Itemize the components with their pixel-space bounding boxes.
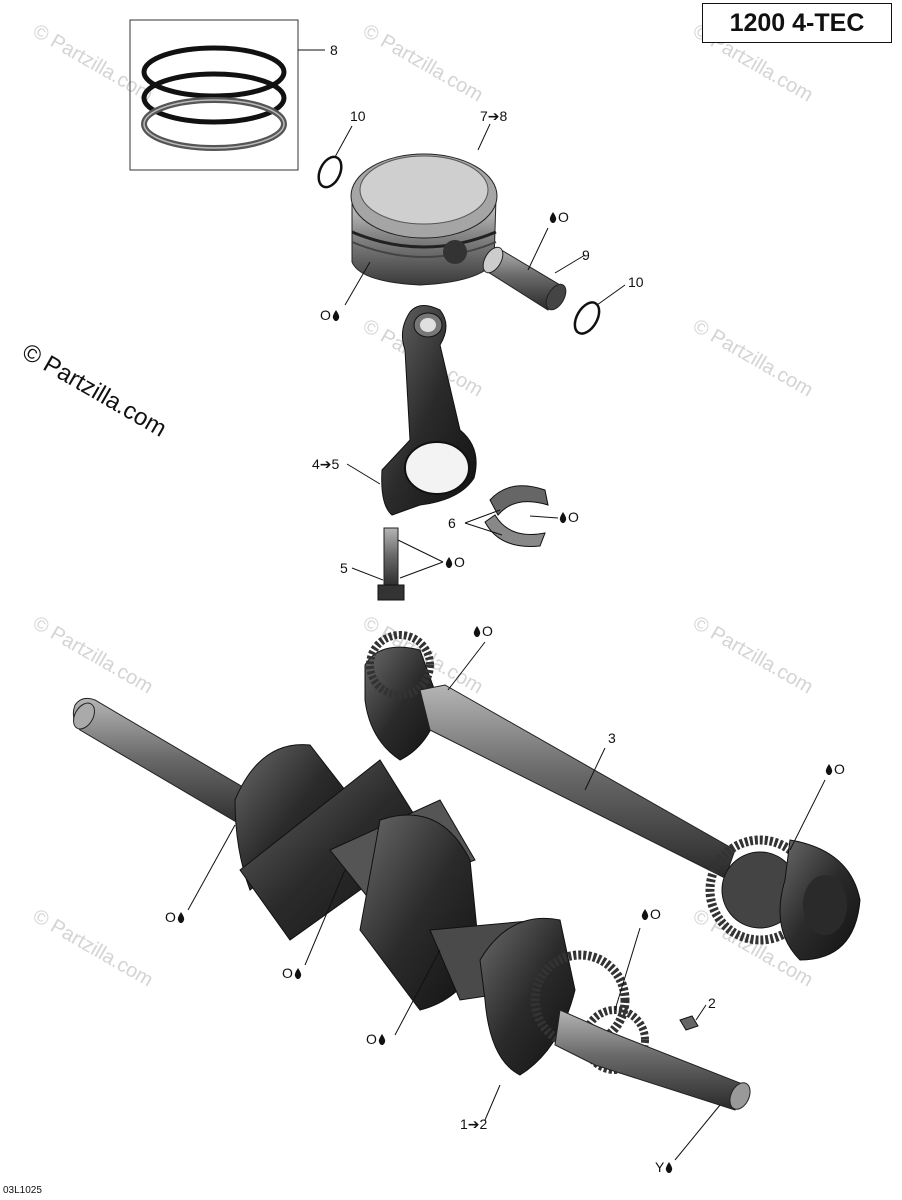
oil-drop-icon: [824, 762, 834, 776]
callout-key[interactable]: 2: [708, 995, 716, 1011]
callout-pin[interactable]: 9: [582, 247, 590, 263]
connecting-rod: [346, 305, 477, 516]
lube-marker-crank-mid: O: [282, 966, 303, 980]
lube-marker-pin: O: [548, 210, 569, 224]
piston-pin: [482, 227, 586, 311]
oil-drop-icon: [377, 1032, 387, 1046]
rod-bearing: [464, 485, 559, 547]
oil-drop-icon: [444, 555, 454, 569]
rod-bolt: [351, 527, 444, 601]
lube-marker-bearing: O: [558, 510, 579, 524]
lube-marker-crank-gear: O: [640, 907, 661, 921]
model-title: 1200 4-TEC: [702, 3, 892, 43]
oil-drop-icon: [176, 910, 186, 924]
circlip-top: [317, 125, 353, 189]
callout-circlip-top[interactable]: 10: [350, 108, 366, 124]
lube-marker-shaft-gear: O: [824, 762, 845, 776]
balance-shaft: [364, 631, 861, 961]
oil-drop-icon: [472, 624, 482, 638]
diagram-reference: 03L1025: [3, 1185, 42, 1196]
lube-marker-piston: O: [320, 308, 341, 322]
callout-crank[interactable]: 1➔2: [460, 1116, 488, 1132]
piston-rings: [129, 19, 325, 171]
oil-drop-icon: [331, 308, 341, 322]
oil-drop-icon: [548, 210, 558, 224]
callout-shaft[interactable]: 3: [608, 730, 616, 746]
callout-rings[interactable]: 8: [330, 42, 338, 58]
callout-rod[interactable]: 4➔5: [312, 456, 340, 472]
lube-marker-crank-left: O: [165, 910, 186, 924]
oil-drop-icon: [664, 1160, 674, 1174]
circlip-right: [573, 284, 626, 335]
oil-drop-icon: [558, 510, 568, 524]
lube-marker-crank-end: Y: [655, 1160, 674, 1174]
lube-marker-bolt: O: [444, 555, 465, 569]
oil-drop-icon: [293, 966, 303, 980]
lube-marker-shaft-top: O: [472, 624, 493, 638]
oil-drop-icon: [640, 907, 650, 921]
callout-circlip-right[interactable]: 10: [628, 274, 644, 290]
callout-piston[interactable]: 7➔8: [480, 108, 508, 124]
piston: [344, 123, 498, 306]
callout-bearing[interactable]: 6: [448, 515, 456, 531]
callout-bolt[interactable]: 5: [340, 560, 348, 576]
crankshaft: [72, 697, 751, 1161]
lube-marker-crank-low: O: [366, 1032, 387, 1046]
